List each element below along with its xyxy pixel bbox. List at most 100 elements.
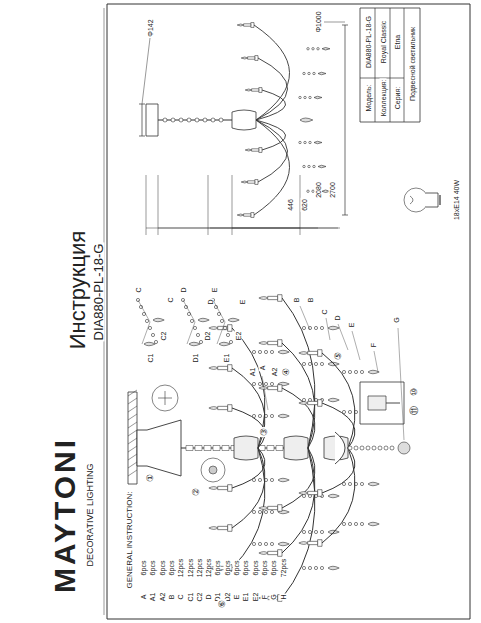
part-letter: G <box>270 593 277 600</box>
candle-flame <box>299 352 308 355</box>
info-table <box>360 8 420 122</box>
crystal <box>220 319 223 322</box>
part-count: 6pcs <box>158 560 165 577</box>
ceiling-hatch <box>128 422 137 428</box>
crystal <box>193 326 196 329</box>
callout-letter: D1 <box>192 353 199 364</box>
crystal <box>320 326 323 329</box>
arm <box>256 58 288 120</box>
bowl <box>335 432 345 464</box>
crystal <box>190 319 193 322</box>
callout-letter: D <box>334 314 341 321</box>
candle <box>308 541 318 544</box>
crystal <box>270 510 273 513</box>
dimension: Φ142 <box>147 18 154 37</box>
crystal <box>313 72 315 74</box>
candle <box>218 366 228 369</box>
candle-cup <box>318 400 322 407</box>
candle-cup <box>255 180 258 185</box>
chain-link <box>213 446 220 451</box>
crystal-drop <box>278 542 289 546</box>
crystal-drop <box>314 96 322 99</box>
part-count: 6pcs <box>167 560 174 577</box>
crystal <box>308 530 311 533</box>
part-letter: B <box>167 594 174 601</box>
crystal <box>264 382 267 385</box>
callout-letter: G <box>393 316 400 323</box>
ceiling-hatch <box>128 406 137 412</box>
candle-flame <box>209 407 218 410</box>
leader-line <box>326 318 330 340</box>
crystal-drop <box>328 326 339 330</box>
crystal <box>372 446 376 450</box>
step-number: ① <box>146 473 155 483</box>
callout-letter: A1 <box>249 367 256 378</box>
candle <box>268 296 278 299</box>
part-count: 12pcs <box>186 558 193 579</box>
canopy <box>146 104 158 136</box>
crystal <box>252 414 255 417</box>
crystal <box>384 446 388 450</box>
crystal <box>342 370 345 373</box>
crystal <box>320 566 323 569</box>
callout-letter: C <box>167 296 174 303</box>
part-count: 12pcs <box>177 558 184 579</box>
arm <box>254 25 290 120</box>
dimension: 620 <box>301 198 308 212</box>
table-cell: Royal Classic <box>380 20 387 64</box>
crystal <box>145 319 148 322</box>
crystal <box>154 340 157 343</box>
candle-flame <box>245 89 251 91</box>
crystal <box>314 566 317 569</box>
crystal <box>252 542 255 545</box>
leader-line <box>300 306 310 330</box>
chain-link <box>276 446 283 451</box>
crystal-drop <box>153 318 164 322</box>
crystal <box>304 141 306 143</box>
crystal <box>308 72 310 74</box>
crystal <box>348 482 351 485</box>
line <box>375 8 376 122</box>
chain-link <box>171 118 175 122</box>
crystal <box>307 190 309 192</box>
candle-cup <box>278 385 282 392</box>
ceiling-hatch <box>128 438 137 444</box>
crystal-drop <box>328 566 339 570</box>
arm <box>282 343 315 448</box>
part-count: 6pcs <box>223 560 230 577</box>
candle-flame <box>259 552 268 555</box>
crystal <box>378 446 382 450</box>
dimension: 2700 <box>329 181 336 199</box>
crystal <box>199 340 202 343</box>
candle <box>308 351 318 354</box>
crystal <box>264 510 267 513</box>
detail-inset <box>152 385 178 411</box>
crystal-drop <box>278 414 289 418</box>
crystal-drop <box>318 165 326 168</box>
crystal-drop <box>189 342 200 346</box>
crystal-drop <box>278 350 289 354</box>
candle-cup <box>259 148 262 153</box>
chain-link <box>211 118 215 122</box>
part-count: 6pcs <box>214 560 221 577</box>
crystal <box>307 48 309 50</box>
crystal <box>270 542 273 545</box>
crystal-drop <box>328 494 339 498</box>
crystal <box>302 566 305 569</box>
candle-cup <box>228 405 232 412</box>
table-cell: Etna <box>394 34 401 50</box>
crystal-drop <box>318 72 326 75</box>
crystal <box>258 414 261 417</box>
callout-letter: C <box>321 308 328 315</box>
strand-guide <box>213 300 225 344</box>
crystal <box>304 96 306 98</box>
crystal <box>354 522 357 525</box>
candle-cup <box>278 550 282 557</box>
part-letter: C <box>177 593 184 600</box>
part-count: 6pcs <box>242 560 249 577</box>
leader-line <box>324 22 345 23</box>
dimension: Φ1000 <box>315 10 322 33</box>
crystal <box>342 410 345 413</box>
crystal <box>196 333 199 336</box>
crystal <box>348 446 352 450</box>
